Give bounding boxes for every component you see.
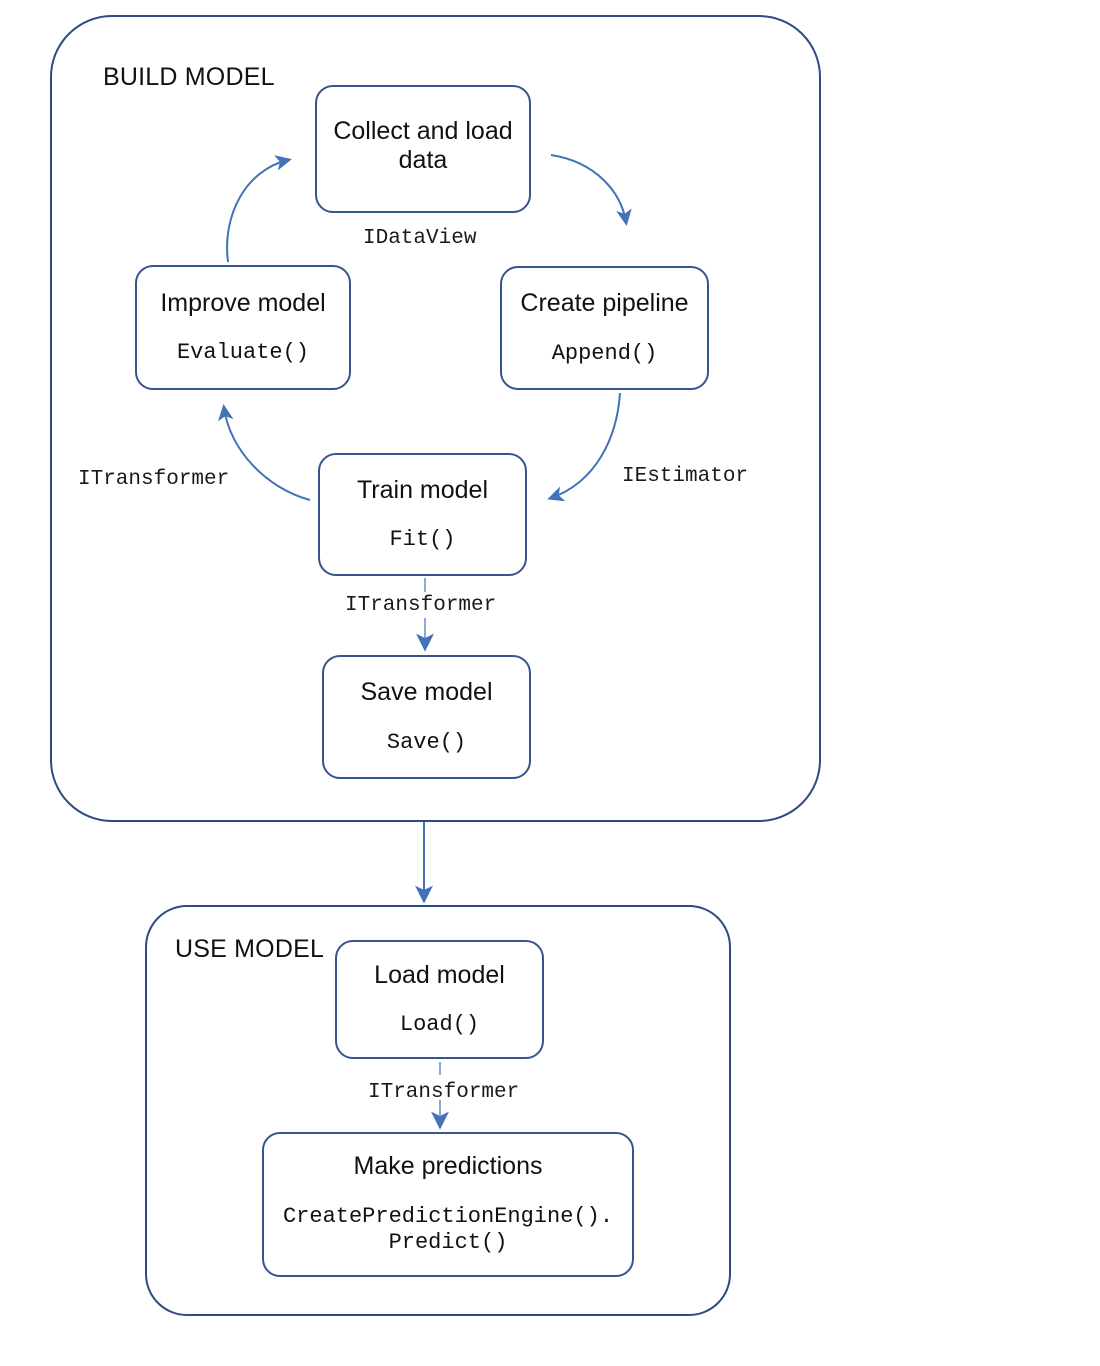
node-predict-title: Make predictions	[353, 1152, 543, 1181]
node-train-model[interactable]: Train model Fit()	[318, 453, 527, 576]
edge-label-itransformer-use: ITransformer	[368, 1081, 520, 1104]
node-create-pipeline[interactable]: Create pipeline Append()	[500, 266, 709, 390]
edge-label-itransformer-improve: ITransformer	[78, 468, 230, 491]
edge-label-iestimator: IEstimator	[622, 465, 749, 488]
node-load-model[interactable]: Load model Load()	[335, 940, 544, 1059]
node-predict-api: CreatePredictionEngine(). Predict()	[282, 1203, 614, 1256]
node-save-model[interactable]: Save model Save()	[322, 655, 531, 779]
node-pipeline-title: Create pipeline	[520, 289, 689, 318]
node-collect-and-load-data[interactable]: Collect and load data	[315, 85, 531, 213]
node-train-api: Fit()	[389, 527, 456, 553]
use-model-group-label: USE MODEL	[175, 935, 325, 963]
build-model-group	[50, 15, 821, 822]
node-train-title: Train model	[356, 475, 489, 504]
node-improve-title: Improve model	[160, 288, 326, 317]
edge-label-itransformer-save: ITransformer	[345, 594, 497, 617]
node-load-title: Load model	[374, 960, 505, 989]
node-save-api: Save()	[386, 729, 467, 755]
node-collect-title: Collect and load data	[333, 116, 513, 175]
build-model-group-label: BUILD MODEL	[103, 63, 275, 91]
node-save-title: Save model	[360, 678, 493, 707]
node-improve-api: Evaluate()	[176, 340, 310, 366]
node-pipeline-api: Append()	[551, 340, 658, 366]
node-improve-model[interactable]: Improve model Evaluate()	[135, 265, 351, 390]
use-model-group	[145, 905, 731, 1316]
node-load-api: Load()	[399, 1012, 480, 1038]
edge-label-idataview: IDataView	[363, 227, 477, 250]
node-make-predictions[interactable]: Make predictions CreatePredictionEngine(…	[262, 1132, 634, 1277]
